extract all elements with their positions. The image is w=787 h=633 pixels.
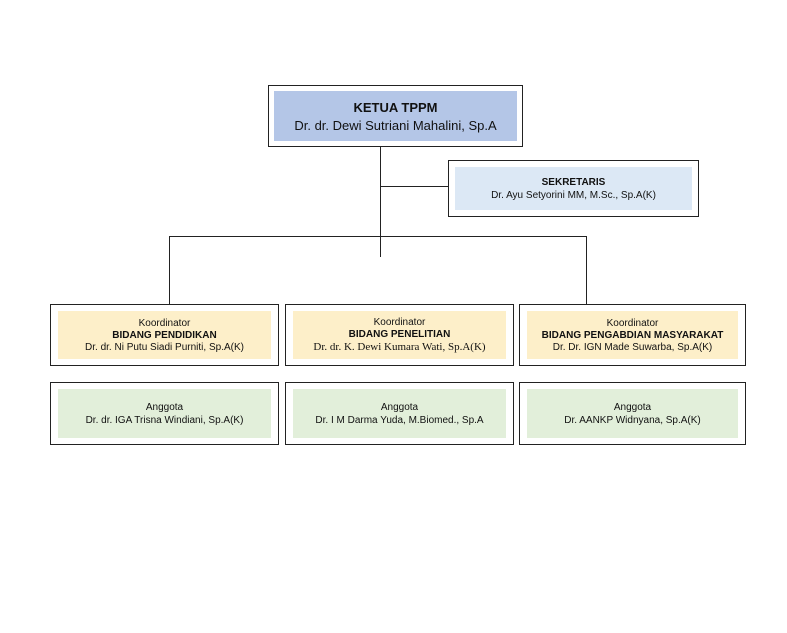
horizontal-branch-line [169, 236, 587, 237]
koordinator-role: Koordinator [373, 317, 426, 328]
koordinator-name: Dr. dr. K. Dewi Kumara Wati, Sp.A(K) [313, 341, 486, 353]
sekretaris-fill: SEKRETARIS Dr. Ayu Setyorini MM, M.Sc., … [455, 167, 692, 210]
anggota-box-pendidikan: Anggota Dr. dr. IGA Trisna Windiani, Sp.… [50, 382, 279, 445]
koordinator-role: Koordinator [138, 317, 191, 329]
koordinator-bidang: BIDANG PENELITIAN [348, 329, 451, 340]
koordinator-box-pengabdian: Koordinator BIDANG PENGABDIAN MASYARAKAT… [519, 304, 746, 366]
sekretaris-branch-line [380, 186, 448, 187]
koordinator-name: Dr. dr. Ni Putu Siadi Purniti, Sp.A(K) [85, 341, 244, 353]
koordinator-role: Koordinator [606, 317, 659, 329]
ketua-name: Dr. dr. Dewi Sutriani Mahalini, Sp.A [294, 117, 497, 133]
anggota-role: Anggota [380, 401, 419, 413]
koordinator-bidang: BIDANG PENDIDIKAN [112, 329, 217, 341]
koordinator-box-penelitian: Koordinator BIDANG PENELITIAN Dr. dr. K.… [285, 304, 514, 366]
anggota-role: Anggota [613, 401, 652, 413]
anggota-box-pengabdian: Anggota Dr. AANKP Widnyana, Sp.A(K) [519, 382, 746, 445]
ketua-fill: KETUA TPPM Dr. dr. Dewi Sutriani Mahalin… [274, 91, 517, 141]
anggota-name: Dr. dr. IGA Trisna Windiani, Sp.A(K) [85, 414, 244, 426]
sekretaris-name: Dr. Ayu Setyorini MM, M.Sc., Sp.A(K) [491, 189, 656, 201]
koordinator-bidang: BIDANG PENGABDIAN MASYARAKAT [541, 329, 724, 341]
anggota-fill: Anggota Dr. I M Darma Yuda, M.Biomed., S… [293, 389, 506, 438]
ketua-trunk-line [380, 147, 381, 257]
ketua-title: KETUA TPPM [353, 99, 438, 115]
anggota-role: Anggota [145, 401, 184, 413]
sekretaris-title: SEKRETARIS [541, 176, 606, 188]
koordinator-fill: Koordinator BIDANG PENDIDIKAN Dr. dr. Ni… [58, 311, 271, 359]
anggota-name: Dr. I M Darma Yuda, M.Biomed., Sp.A [315, 414, 484, 426]
ketua-box: KETUA TPPM Dr. dr. Dewi Sutriani Mahalin… [268, 85, 523, 147]
right-drop-line [586, 236, 587, 304]
anggota-name: Dr. AANKP Widnyana, Sp.A(K) [564, 414, 701, 426]
sekretaris-box: SEKRETARIS Dr. Ayu Setyorini MM, M.Sc., … [448, 160, 699, 217]
anggota-fill: Anggota Dr. dr. IGA Trisna Windiani, Sp.… [58, 389, 271, 438]
koordinator-fill: Koordinator BIDANG PENELITIAN Dr. dr. K.… [293, 311, 506, 359]
anggota-box-penelitian: Anggota Dr. I M Darma Yuda, M.Biomed., S… [285, 382, 514, 445]
left-drop-line [169, 236, 170, 304]
koordinator-fill: Koordinator BIDANG PENGABDIAN MASYARAKAT… [527, 311, 738, 359]
anggota-fill: Anggota Dr. AANKP Widnyana, Sp.A(K) [527, 389, 738, 438]
koordinator-box-pendidikan: Koordinator BIDANG PENDIDIKAN Dr. dr. Ni… [50, 304, 279, 366]
koordinator-name: Dr. Dr. IGN Made Suwarba, Sp.A(K) [552, 341, 713, 353]
